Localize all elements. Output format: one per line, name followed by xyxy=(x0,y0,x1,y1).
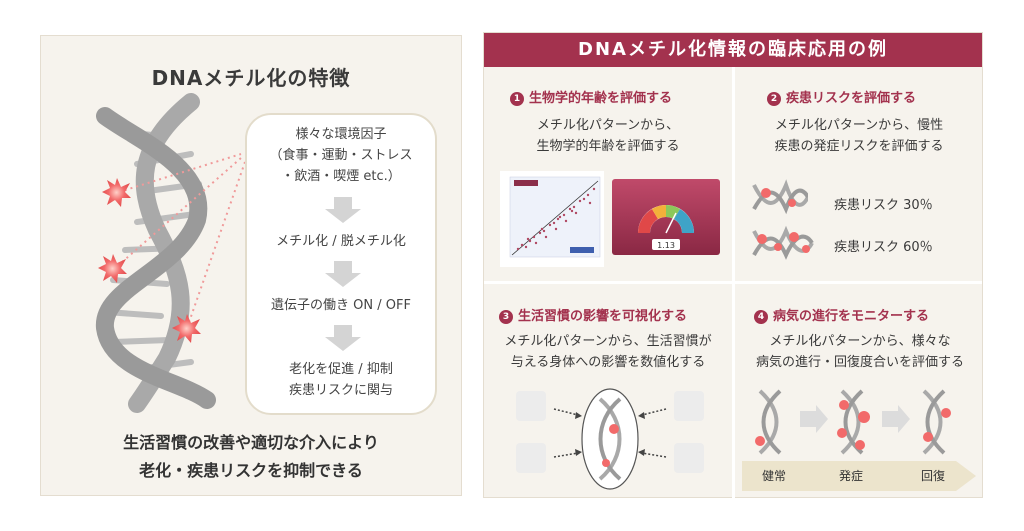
dna-stage-recovery xyxy=(922,389,951,455)
conclusion-line-2: 老化・疾患リスクを抑制できる xyxy=(139,461,363,480)
methylation-burst-icon xyxy=(172,314,201,343)
cell-4-desc-line-2: 病気の進行・回復度合いを評価する xyxy=(755,355,964,370)
clinical-applications-panel: DNAメチル化情報の臨床応用の例 1 生物学的年齢を評価する メチル化パターンから… xyxy=(483,32,983,499)
dna-risk-icon xyxy=(752,179,808,215)
cell-3-description: メチル化パターンから、生活習慣が 与える身体への影響を数値化する xyxy=(486,331,730,373)
cell-4-title-text: 病気の進行をモニターする xyxy=(773,309,930,324)
aging-effect-label: 老化を促進 / 抑制 xyxy=(289,362,393,377)
environmental-factors-examples-2: ・飲酒・喫煙 etc.） xyxy=(281,169,401,184)
cell-1-description: メチル化パターンから、 生物学的年齢を評価する xyxy=(490,115,726,157)
cell-3-desc-line-1: メチル化パターンから、生活習慣が xyxy=(504,334,712,349)
risk-30-label: 疾患リスク 30％ xyxy=(834,198,933,213)
methylation-features-panel: DNAメチル化の特徴 xyxy=(40,35,462,496)
age-gauge-thumbnail: 1.13 xyxy=(612,179,720,255)
stage-recovery-label: 回復 xyxy=(921,469,946,483)
lifestyle-influence-diagram xyxy=(516,388,704,490)
environmental-factors-label: 様々な環境因子 xyxy=(295,127,387,142)
disease-progression-diagram xyxy=(742,389,976,491)
cell-2-description: メチル化パターンから、慢性 疾患の発症リスクを評価する xyxy=(736,115,982,157)
dna-stage-onset xyxy=(837,389,870,455)
cell-2-desc-line-1: メチル化パターンから、慢性 xyxy=(774,118,944,133)
cell-2-title: 2 疾患リスクを評価する xyxy=(767,87,916,106)
cell-4-desc-line-1: メチル化パターンから、様々な xyxy=(769,334,951,349)
cell-1-desc-line-1: メチル化パターンから、 xyxy=(536,118,680,133)
methylation-step-label: メチル化 / 脱メチル化 xyxy=(276,234,406,249)
cell-1-title-text: 生物学的年齢を評価する xyxy=(529,91,673,106)
gauge-value-label: 1.13 xyxy=(657,241,675,250)
methylation-burst-icon xyxy=(102,178,131,207)
number-badge-icon: 3 xyxy=(499,310,513,324)
methylation-connector-lines xyxy=(112,153,246,329)
number-badge-icon: 1 xyxy=(510,92,524,106)
methylation-process-box: 様々な環境因子 （食事・運動・ストレス ・飲酒・喫煙 etc.） メチル化 / … xyxy=(245,113,437,415)
cell-4-description: メチル化パターンから、様々な 病気の進行・回復度合いを評価する xyxy=(738,331,982,373)
risk-60-label: 疾患リスク 60％ xyxy=(834,240,933,255)
cell-4-title: 4 病気の進行をモニターする xyxy=(754,305,929,324)
gene-activity-label: 遺伝子の働き ON / OFF xyxy=(271,298,411,313)
down-arrow-icon xyxy=(325,325,361,351)
cell-1-title: 1 生物学的年齢を評価する xyxy=(510,87,672,106)
cell-2-desc-line-2: 疾患の発症リスクを評価する xyxy=(774,139,944,154)
grid-divider-horizontal xyxy=(484,281,982,284)
left-conclusion: 生活習慣の改善や適切な介入により 老化・疾患リスクを抑制できる xyxy=(41,429,461,485)
cell-3-title: 3 生活習慣の影響を可視化する xyxy=(499,305,687,324)
cell-3-desc-line-2: 与える身体への影響を数値化する xyxy=(510,355,706,370)
clinical-applications-header: DNAメチル化情報の臨床応用の例 xyxy=(484,33,982,67)
cell-2-title-text: 疾患リスクを評価する xyxy=(786,91,917,106)
down-arrow-icon xyxy=(325,197,361,223)
cell-3-title-text: 生活習慣の影響を可視化する xyxy=(518,309,688,324)
stage-healthy-label: 健常 xyxy=(762,469,787,483)
age-scatter-plot-thumbnail xyxy=(500,171,604,267)
dna-stage-healthy xyxy=(755,389,782,455)
environmental-factors-examples: （食事・運動・ストレス xyxy=(269,148,413,163)
number-badge-icon: 4 xyxy=(754,310,768,324)
stage-onset-label: 発症 xyxy=(839,469,864,483)
left-panel-title: DNAメチル化の特徴 xyxy=(151,66,351,90)
methylation-burst-icon xyxy=(98,254,127,283)
cell-1-desc-line-2: 生物学的年齢を評価する xyxy=(536,139,680,154)
helix-strand-b xyxy=(95,107,216,409)
conclusion-line-1: 生活習慣の改善や適切な介入により xyxy=(123,433,379,452)
number-badge-icon: 2 xyxy=(767,92,781,106)
dna-risk-icon xyxy=(752,225,814,260)
down-arrow-icon xyxy=(325,261,361,287)
disease-risk-label: 疾患リスクに関与 xyxy=(288,383,393,398)
dna-helix-illustration xyxy=(95,93,246,413)
